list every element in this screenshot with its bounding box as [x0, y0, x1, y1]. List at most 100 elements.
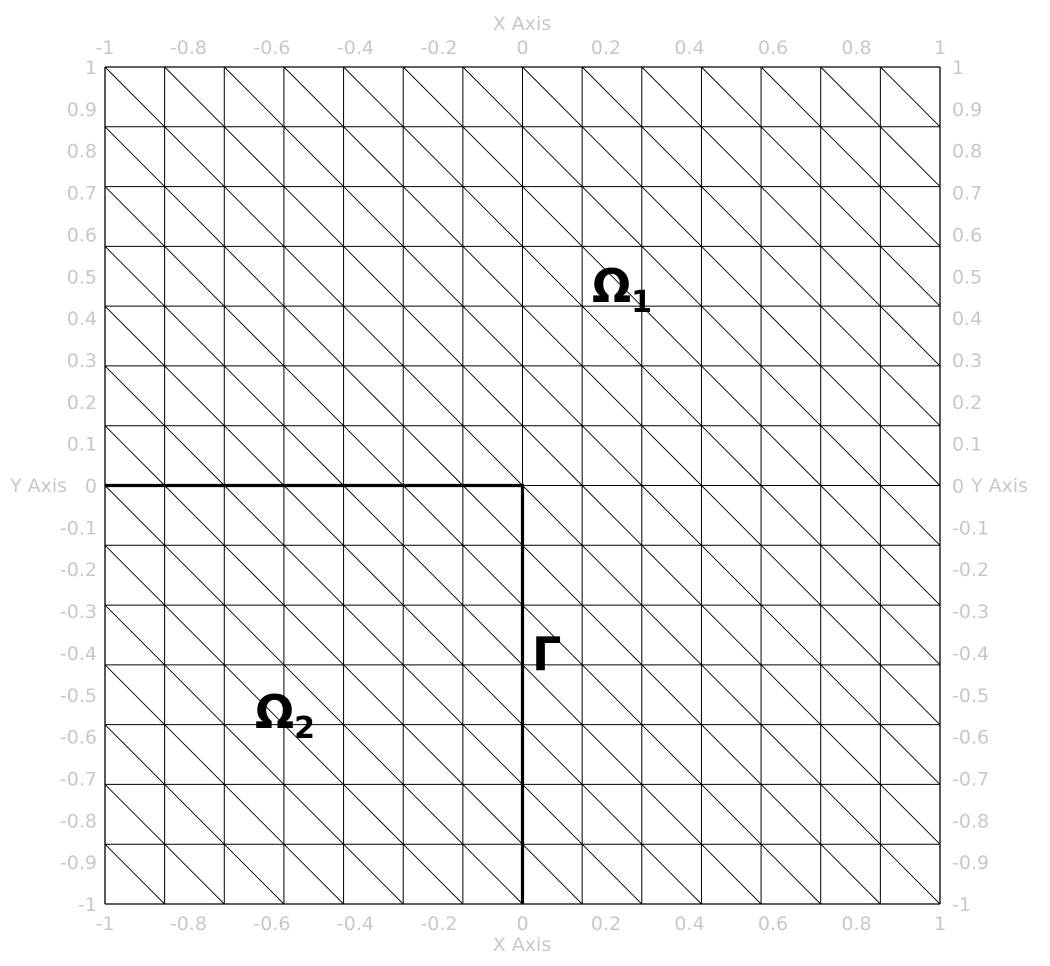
mesh-diagonal-line — [760, 186, 822, 247]
mesh-diagonal-line — [104, 604, 165, 666]
x-tick-label-top: -0.2 — [420, 37, 457, 59]
mesh-diagonal-line — [164, 485, 225, 546]
y-tick-label-left: -0.8 — [60, 810, 97, 832]
mesh-diagonal-line — [343, 664, 404, 725]
x-axis-title-top: X Axis — [493, 13, 551, 35]
mesh-diagonal-line — [223, 485, 285, 546]
mesh-diagonal-line — [223, 66, 285, 128]
mesh-diagonal-line — [343, 843, 404, 905]
y-tick-label-right: 0.4 — [952, 308, 982, 330]
mesh-diagonal-line — [104, 544, 165, 606]
mesh-diagonal-line — [522, 365, 583, 427]
mesh-diagonal-line — [462, 604, 523, 666]
y-tick-label-right: -0.5 — [952, 685, 989, 707]
mesh-diagonal-line — [223, 365, 285, 427]
mesh-diagonal-line — [402, 784, 464, 845]
mesh-diagonal-line — [343, 784, 404, 845]
y-tick-label-left: 0.5 — [67, 266, 97, 288]
mesh-diagonal-line — [223, 186, 285, 247]
x-axis-title-bottom: X Axis — [493, 934, 551, 956]
mesh-diagonal-line — [701, 604, 762, 666]
y-axis-title-left: Y Axis — [9, 475, 67, 497]
mesh-diagonal-line — [462, 485, 523, 546]
mesh-diagonal-line — [641, 664, 702, 725]
mesh-diagonal-line — [223, 784, 285, 845]
omega-2-subscript: 2 — [294, 711, 315, 746]
y-tick-label-right: -0.2 — [952, 559, 989, 581]
mesh-diagonal-line — [760, 604, 822, 666]
mesh-diagonal-line — [164, 126, 225, 187]
mesh-diagonal-line — [641, 425, 702, 486]
mesh-diagonal-line — [820, 425, 881, 486]
x-tick-label-bottom: -1 — [96, 913, 115, 935]
mesh-diagonal-line — [641, 186, 702, 247]
mesh-diagonal-line — [402, 126, 464, 187]
mesh-diagonal-line — [760, 544, 822, 606]
mesh-diagonal-line — [581, 485, 643, 546]
mesh-diagonal-line — [880, 544, 941, 606]
mesh-diagonal-line — [462, 186, 523, 247]
mesh-diagonal-line — [343, 365, 404, 427]
y-tick-label-left: -0.6 — [60, 727, 97, 749]
mesh-diagonal-line — [104, 843, 165, 905]
mesh-diagonal-line — [164, 664, 225, 725]
mesh-diagonal-line — [522, 186, 583, 247]
y-tick-label-right: -0.8 — [952, 810, 989, 832]
y-tick-label-left: 0.6 — [67, 224, 97, 246]
mesh-diagonal-line — [462, 305, 523, 367]
mesh-diagonal-line — [522, 544, 583, 606]
mesh-diagonal-line — [462, 784, 523, 845]
mesh-diagonal-line — [343, 604, 404, 666]
mesh-diagonal-line — [880, 66, 941, 128]
x-tick-label-top: 0 — [516, 37, 528, 59]
y-tick-label-right: -0.3 — [952, 601, 989, 623]
gamma-label: Γ — [532, 627, 561, 681]
mesh-diagonal-line — [760, 664, 822, 725]
y-tick-label-right: 0.9 — [952, 99, 982, 121]
mesh-diagonal-line — [522, 126, 583, 187]
mesh-diagonal-line — [462, 246, 523, 307]
mesh-diagonal-line — [820, 246, 881, 307]
mesh-diagonal-line — [343, 544, 404, 606]
mesh-diagonal-line — [701, 305, 762, 367]
mesh-diagonal-line — [104, 186, 165, 247]
mesh-diagonal-line — [760, 485, 822, 546]
mesh-diagonal-line — [283, 485, 344, 546]
mesh-diagonal-line — [283, 66, 344, 128]
mesh-diagonal-line — [701, 365, 762, 427]
y-tick-label-left: -0.3 — [60, 601, 97, 623]
mesh-diagonal-line — [581, 126, 643, 187]
x-tick-label-bottom: 0.2 — [591, 913, 621, 935]
mesh-diagonal-line — [223, 126, 285, 187]
x-tick-label-bottom: 0.4 — [674, 913, 704, 935]
mesh-diagonal-line — [760, 246, 822, 307]
mesh-diagonal-line — [701, 724, 762, 785]
mesh-diagonal-line — [820, 365, 881, 427]
mesh-diagonal-line — [581, 425, 643, 486]
mesh-diagonal-line — [164, 724, 225, 785]
omega-2-symbol: Ω — [255, 685, 294, 739]
mesh-diagonal-line — [104, 724, 165, 785]
mesh-diagonal-line — [641, 365, 702, 427]
y-tick-label-right: 0.3 — [952, 350, 982, 372]
interface-gamma — [105, 483, 525, 904]
omega-1-subscript: 1 — [631, 285, 652, 320]
mesh-diagonal-line — [104, 365, 165, 427]
mesh-diagonal-line — [223, 843, 285, 905]
mesh-diagonal-line — [402, 544, 464, 606]
mesh-diagonal-line — [283, 664, 344, 725]
mesh-diagonal-line — [104, 485, 165, 546]
mesh-diagonal-line — [283, 724, 344, 785]
mesh-diagonal-line — [343, 126, 404, 187]
mesh-diagonal-line — [581, 664, 643, 725]
mesh-diagonal-line — [522, 425, 583, 486]
mesh-diagonal-line — [402, 66, 464, 128]
mesh-diagonal-line — [701, 425, 762, 486]
y-tick-label-left: -0.4 — [60, 643, 97, 665]
mesh-diagonal-line — [581, 724, 643, 785]
mesh-diagonal-line — [820, 784, 881, 845]
y-tick-label-left: 0.8 — [67, 141, 97, 163]
y-tick-label-left: -1 — [78, 894, 97, 916]
mesh-diagonal-line — [343, 186, 404, 247]
mesh-diagonal-line — [402, 186, 464, 247]
